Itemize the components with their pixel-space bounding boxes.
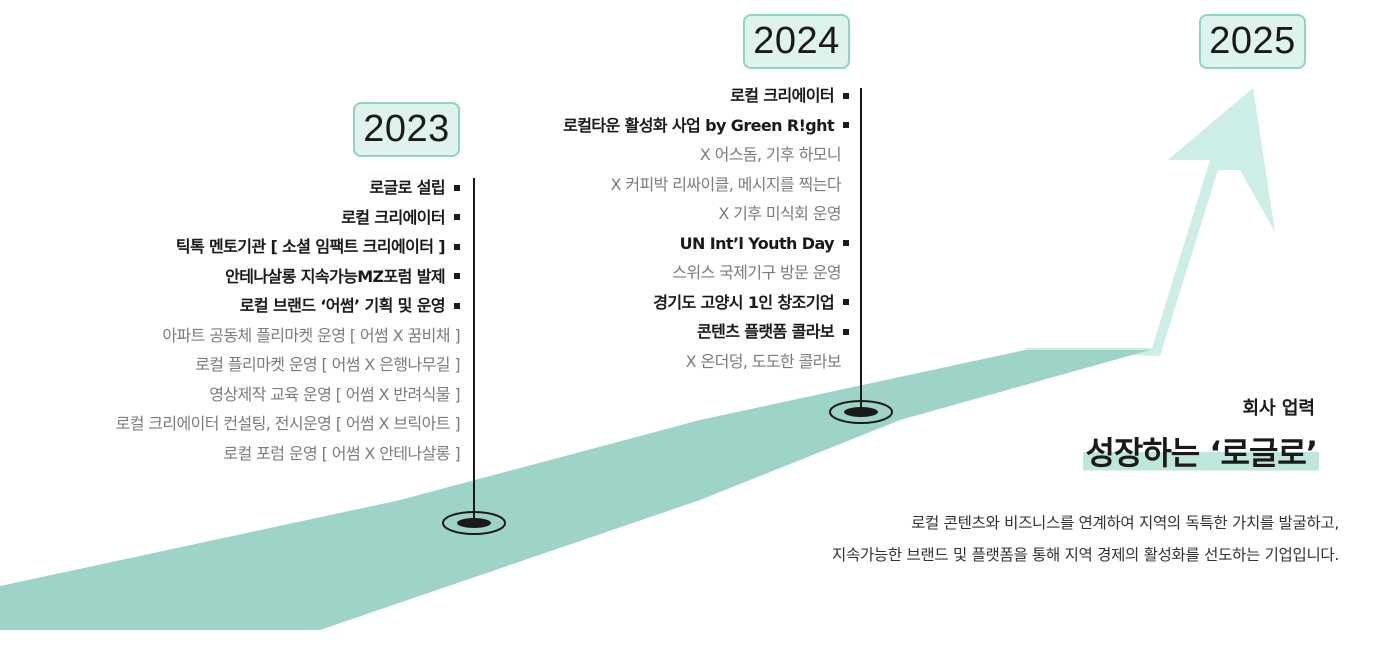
- milestone-text: 영상제작 교육 운영 [ 어썸 X 반려식물 ]: [209, 384, 460, 404]
- milestone-subitem: X 어스돔, 기후 하모니: [563, 140, 849, 170]
- milestone-text: 로컬 플리마켓 운영 [ 어썸 X 은행나무길 ]: [195, 355, 460, 374]
- pin-marker-2023: [442, 511, 506, 535]
- milestone-subitem: 아파트 공동체 플리마켓 운영 [ 어썸 X 꿈비채 ]: [116, 321, 460, 351]
- bullet-square-icon: [454, 302, 460, 309]
- milestone-item: 로글로 설립: [116, 173, 460, 203]
- milestone-item: 콘텐츠 플랫폼 콜라보: [563, 317, 849, 347]
- milestone-text: X 기후 미식회 운영: [718, 204, 841, 223]
- milestone-subitem: 로컬 크리에이터 컨설팅, 전시운영 [ 어썸 X 브릭아트 ]: [115, 409, 461, 439]
- milestone-item: 로컬 크리에이터: [563, 81, 849, 111]
- year-badge-2023: 2023: [353, 102, 460, 157]
- milestone-text: 콘텐츠 플랫폼 콜라보: [696, 322, 835, 341]
- year-badge-2025: 2025: [1199, 14, 1306, 69]
- milestone-text: X 어스돔, 기후 하모니: [699, 145, 842, 164]
- milestone-item: 로컬타운 활성화 사업 by Green R!ght: [563, 111, 849, 141]
- milestone-subitem: 스위스 국제기구 방문 운영: [563, 258, 849, 288]
- milestone-text: 아파트 공동체 플리마켓 운영 [ 어썸 X 꿈비채 ]: [162, 325, 460, 345]
- bullet-square-icon: [843, 122, 849, 128]
- milestone-text: 로컬 크리에이터: [341, 207, 445, 227]
- growth-arrow-body: [1025, 88, 1275, 356]
- milestone-subitem: 로컬 포럼 운영 [ 어썸 X 안테나살롱 ]: [116, 439, 460, 469]
- milestone-item: 안테나살롱 지속가능MZ포럼 발제: [116, 262, 460, 292]
- pin-marker-2024: [829, 400, 893, 424]
- company-description-line: 로컬 콘텐츠와 비즈니스를 연계하여 지역의 독특한 가치를 발굴하고,: [911, 514, 1339, 532]
- milestone-text: X 온더덩, 도도한 콜라보: [685, 351, 842, 371]
- milestone-text: 로컬타운 활성화 사업 by Green R!ght: [563, 115, 834, 135]
- milestone-text: 안테나살롱 지속가능MZ포럼 발제: [225, 266, 445, 286]
- milestone-item: 틱톡 멘토기관 [ 소셜 임팩트 크리에이터 ]: [116, 232, 460, 262]
- milestone-subitem: 영상제작 교육 운영 [ 어썸 X 반려식물 ]: [116, 380, 460, 410]
- milestone-text: UN Int’l Youth Day: [679, 233, 835, 253]
- company-description-line: 지속가능한 브랜드 및 플랫폼을 통해 지역 경제의 활성화를 선도하는 기업입…: [832, 546, 1339, 564]
- bullet-square-icon: [454, 273, 460, 279]
- milestone-text: 스위스 국제기구 방문 운영: [672, 263, 841, 282]
- bullet-square-icon: [843, 299, 849, 305]
- milestone-item: 경기도 고양시 1인 창조기업: [563, 288, 849, 318]
- milestone-text: 틱톡 멘토기관 [ 소셜 임팩트 크리에이터 ]: [175, 237, 446, 256]
- company-title: 성장하는 ‘로글로’: [1083, 428, 1319, 474]
- bullet-square-icon: [843, 240, 849, 246]
- milestone-text: 경기도 고양시 1인 창조기업: [653, 292, 834, 312]
- milestone-subitem: X 기후 미식회 운영: [563, 199, 849, 229]
- company-description: 로컬 콘텐츠와 비즈니스를 연계하여 지역의 독특한 가치를 발굴하고, 지속가…: [832, 507, 1339, 571]
- milestone-subitem: X 온더덩, 도도한 콜라보: [563, 347, 849, 377]
- pin-marker-2024-dot: [844, 407, 878, 417]
- milestone-item: 로컬 크리에이터: [116, 203, 460, 233]
- milestone-item: UN Int’l Youth Day: [563, 229, 849, 259]
- milestone-subitem: 로컬 플리마켓 운영 [ 어썸 X 은행나무길 ]: [116, 350, 460, 380]
- milestone-text: 로컬 크리에이터 컨설팅, 전시운영 [ 어썸 X 브릭아트 ]: [115, 414, 461, 433]
- milestone-item: 로컬 브랜드 ‘어썸’ 기획 및 운영: [116, 291, 460, 321]
- milestone-text: 로컬 브랜드 ‘어썸’ 기획 및 운영: [239, 296, 446, 315]
- milestone-text: X 커피박 리싸이클, 메시지를 찍는다: [610, 174, 842, 194]
- year-badge-2024: 2024: [743, 14, 850, 69]
- milestone-text: 로컬 포럼 운영 [ 어썸 X 안테나살롱 ]: [223, 443, 460, 463]
- bullet-square-icon: [454, 243, 460, 250]
- bullet-square-icon: [843, 92, 849, 99]
- bullet-square-icon: [843, 328, 849, 335]
- milestone-text: 로컬 크리에이터: [730, 86, 834, 105]
- growth-road: [0, 350, 1150, 630]
- pin-marker-2023-dot: [457, 518, 491, 528]
- milestone-subitem: X 커피박 리싸이클, 메시지를 찍는다: [563, 170, 849, 200]
- company-history-label: 회사 업력: [1242, 398, 1315, 419]
- milestone-text: 로글로 설립: [369, 178, 445, 197]
- bullet-square-icon: [454, 184, 460, 191]
- bullet-square-icon: [454, 214, 460, 220]
